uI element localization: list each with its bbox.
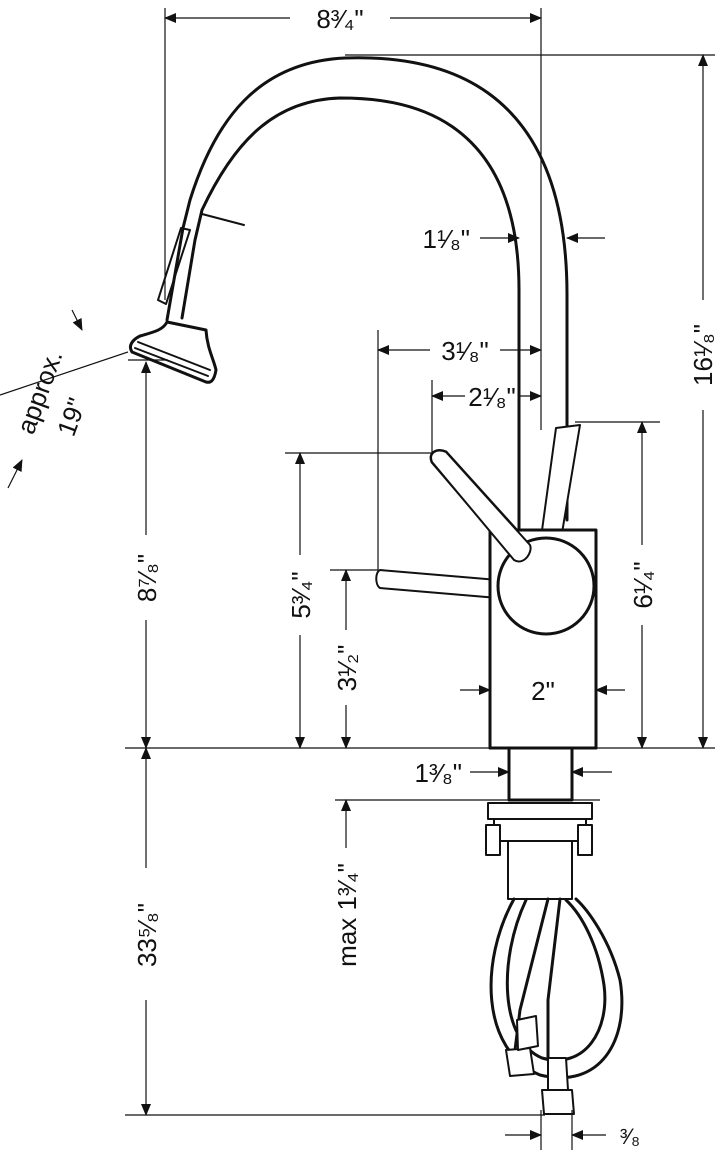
dim-overall-width: 8³⁄₄": [316, 4, 363, 34]
faucet-outline: [128, 56, 624, 1115]
spray-head: [128, 320, 218, 384]
dim-lever-height-up: 5³⁄₄": [286, 571, 316, 618]
lever-right-up: [539, 424, 581, 546]
dim-max-deck-thickness: max 1³⁄₄": [332, 863, 362, 967]
dim-spout-diameter: 1¹⁄₈": [423, 224, 470, 254]
mounting-plate: [487, 802, 593, 820]
supply-hose-left: [489, 897, 624, 1080]
dim-spout-outlet-height: 8⁷⁄₈": [132, 554, 162, 602]
spout-gooseneck: [180, 96, 521, 557]
dim-lever-reach-closed: 2¹⁄₈": [468, 382, 515, 412]
dim-lever-reach-open: 3¹⁄₈": [441, 336, 488, 366]
dim-body-mark-height: 6¹⁄₄": [628, 561, 658, 608]
dim-spray-pullout-value: 19": [51, 394, 92, 440]
dim-shank-width: 1³⁄₈": [415, 758, 462, 788]
dim-overall-height: 16¹⁄₈": [688, 324, 718, 386]
dimension-lines: [0, 8, 715, 1150]
dimension-labels: 8³⁄₄" 1¹⁄₈" 16¹⁄₈" 3¹⁄₈" 2¹⁄₈" 6¹⁄₄" 8⁷⁄…: [11, 4, 718, 1149]
faucet-shank: [507, 746, 574, 802]
dim-lever-height-down: 3¹⁄₂": [332, 645, 362, 692]
dim-below-deck-length: 33⁵⁄₈": [132, 903, 162, 967]
dim-body-width: 2": [531, 676, 555, 706]
dim-connection-size: ³⁄₈: [620, 1124, 640, 1149]
lever-down: [375, 569, 499, 599]
